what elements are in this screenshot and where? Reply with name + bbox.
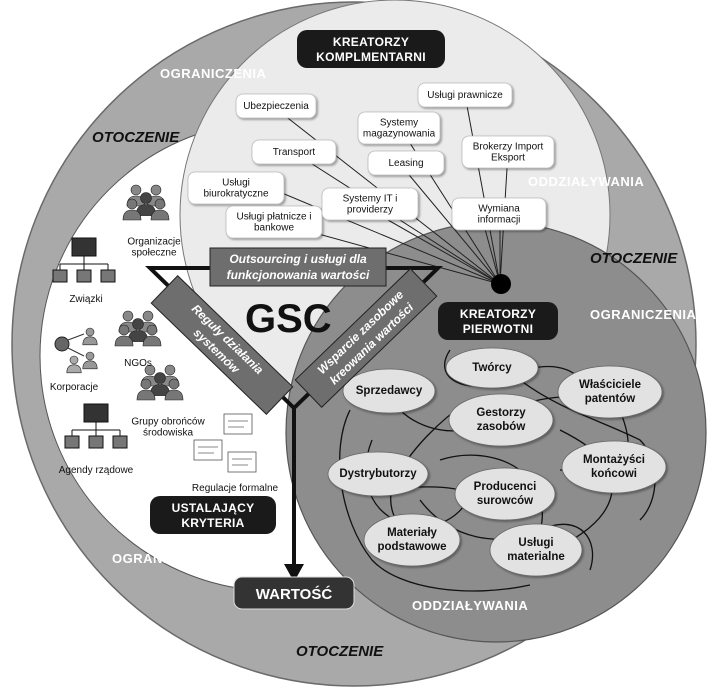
complementary-item: Transport <box>251 139 337 165</box>
complementary-item-label-line2: Eksport <box>491 153 525 164</box>
primary-actor-label-line2: podstawowe <box>377 541 446 553</box>
primary-actor-label-line1: Materiały <box>387 527 437 539</box>
ngos-icon <box>114 310 162 347</box>
complementary-item-label-line1: Transport <box>273 147 316 158</box>
oddzialywania-top: ODDZIAŁYWANIA <box>528 174 644 189</box>
zwiazki-icon <box>52 237 116 283</box>
criteria-title-line1: USTALAJĄCY <box>172 501 255 515</box>
primary-actor: Materiały podstawowe <box>363 513 461 567</box>
wartosc-label: WARTOŚĆ <box>256 585 333 603</box>
primary-actor-label-line2: surowców <box>477 495 533 507</box>
complementary-item-label-line1: Leasing <box>388 158 423 169</box>
wartosc-arrowhead <box>284 564 304 582</box>
primary-actor: Twórcy <box>445 347 539 389</box>
outsourcing-line2: funkcjonowania wartości <box>227 268 370 282</box>
criteria-title-box: USTALAJĄCY KRYTERIA <box>150 496 276 534</box>
ograniczenia-bottom: OGRANICZENIA <box>112 551 219 566</box>
complementary-item-label-line2: magazynowania <box>363 129 436 140</box>
wartosc-box: WARTOŚĆ <box>233 576 355 610</box>
otoczenie-bottom: OTOCZENIE <box>296 643 384 660</box>
organizacje-icon <box>122 184 170 221</box>
ograniczenia-right: OGRANICZENIA <box>590 307 697 322</box>
primary-actor: Montażyści końcowi <box>561 440 667 494</box>
complementary-item-label-line2: biurokratyczne <box>203 189 268 200</box>
complementary-item-label-line2: informacji <box>478 215 521 226</box>
complementary-item-label-line2: providerzy <box>347 205 393 216</box>
primary-actor-label-line2: materialne <box>507 551 565 563</box>
complementary-item: Leasing <box>367 150 445 176</box>
criteria-actor-label-line1: Agendy rządowe <box>59 465 134 476</box>
criteria-actor-label-line1: Organizacje <box>127 237 181 248</box>
otoczenie-left: OTOCZENIE <box>92 129 180 146</box>
complementary-title-box: KREATORZY KOMPLMENTARNI <box>297 30 445 68</box>
korporacje-icon <box>54 327 98 374</box>
agendy-icon <box>64 403 128 449</box>
primary-actor-label-line1: Sprzedawcy <box>356 385 423 397</box>
primary-title-line2: PIERWOTNI <box>463 322 533 336</box>
complementary-item-label-line1: Usługi <box>222 178 250 189</box>
oddzialywania-bottom: ODDZIAŁYWANIA <box>412 598 528 613</box>
complementary-item: Ubezpieczenia <box>235 93 317 119</box>
primary-actor-label-line1: Producenci <box>474 481 537 493</box>
primary-actor-label-line1: Właściciele <box>579 379 641 391</box>
complementary-title-line2: KOMPLMENTARNI <box>316 50 426 64</box>
primary-title-box: KREATORZY PIERWOTNI <box>438 302 558 340</box>
primary-actor-label-line1: Montażyści <box>583 454 645 466</box>
criteria-actor-label-line2: społeczne <box>131 248 176 259</box>
grupy-icon <box>136 364 184 401</box>
complementary-title-line1: KREATORZY <box>333 35 409 49</box>
criteria-icons <box>52 184 257 473</box>
criteria-actor-label-line1: Korporacje <box>50 382 99 393</box>
primary-actor-label-line2: końcowi <box>591 468 637 480</box>
primary-actor-label-line2: patentów <box>585 393 636 405</box>
criteria-actor-label-line2: środowiska <box>143 428 193 439</box>
primary-actor-label-line2: zasobów <box>477 421 526 433</box>
primary-actor: Sprzedawcy <box>342 368 436 414</box>
otoczenie-right: OTOCZENIE <box>590 250 678 267</box>
criteria-actor-label-line1: NGOs <box>124 358 152 369</box>
ograniczenia-top: OGRANICZENIA <box>160 66 267 81</box>
complementary-item-label-line1: Systemy IT i <box>343 194 398 205</box>
complementary-item-label-line2: bankowe <box>254 223 294 234</box>
gsc-label: GSC <box>245 297 332 341</box>
primary-actor: Producenci surowców <box>454 467 556 521</box>
complementary-item-label-line1: Ubezpieczenia <box>243 101 309 112</box>
primary-actor: Usługi materialne <box>489 523 583 577</box>
complementary-item: Usługi prawnicze <box>417 82 513 108</box>
primary-actor-label-line1: Twórcy <box>472 362 512 374</box>
regulacje-icon <box>193 413 257 473</box>
outsourcing-line1: Outsourcing i usługi dla <box>229 252 367 266</box>
primary-actor-label-line1: Gestorzy <box>476 407 526 419</box>
complementary-item-label-line1: Systemy <box>380 118 418 129</box>
complementary-item-label-line1: Wymiana <box>478 204 520 215</box>
primary-actor: Właściciele patentów <box>557 365 663 419</box>
complementary-item-label-line1: Usługi płatnicze i <box>236 212 311 223</box>
primary-title-line1: KREATORZY <box>460 307 536 321</box>
primary-actor-label-line1: Dystrybutorzy <box>339 468 417 480</box>
criteria-actor-label-line1: Regulacje formalne <box>192 483 279 494</box>
complementary-item-label-line1: Brokerzy Import <box>473 142 544 153</box>
criteria-actor-label-line1: Związki <box>69 294 102 305</box>
criteria-actor-label-line1: Grupy obrońców <box>131 417 205 428</box>
criteria-labels: OrganizacjespołeczneZwiązkiNGOsKorporacj… <box>50 237 279 495</box>
primary-actor-label-line1: Usługi <box>518 537 553 549</box>
primary-actor: Gestorzy zasobów <box>448 393 554 447</box>
connector-hub <box>491 274 511 294</box>
complementary-items: UbezpieczeniaTransportUsługibiurokratycz… <box>187 82 555 239</box>
outsourcing-band: Outsourcing i usługi dla funkcjonowania … <box>209 247 387 287</box>
complementary-item-label-line1: Usługi prawnicze <box>427 90 503 101</box>
criteria-title-line2: KRYTERIA <box>181 516 244 530</box>
primary-actor: Dystrybutorzy <box>327 451 429 497</box>
